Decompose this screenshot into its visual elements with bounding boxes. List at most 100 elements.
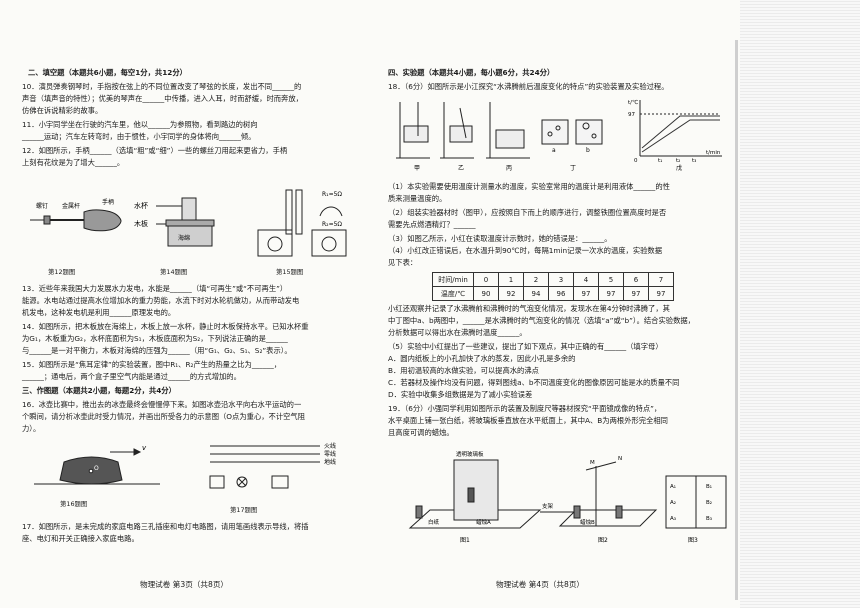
fig19-stand-label: 支架 bbox=[542, 502, 554, 510]
fig19-m-label: M bbox=[590, 460, 595, 466]
fig14-pressure-diagram: 水杯 木板 海绵 bbox=[134, 197, 215, 247]
table-cell: 94 bbox=[523, 286, 549, 301]
exam-page-4: 四、实验题（本题共4小题，每小题6分，共24分） 18．（6分）如图所示是小江探… bbox=[376, 0, 740, 608]
table-cell: 6 bbox=[623, 272, 649, 287]
q14-line3: 与______是一对平衡力，木板对海绵的压强为______（用“G₁、G₂、S₁… bbox=[22, 346, 292, 355]
table-cell: 97 bbox=[598, 286, 624, 301]
q12-line2: 上刻有花纹是为了增大______。 bbox=[22, 158, 125, 167]
table-cell: 7 bbox=[648, 272, 674, 287]
exam-page-3: 二、填空题（本题共6小题，每空1分，共12分） 10．演员弹奏钢琴时，手指按在弦… bbox=[0, 0, 376, 608]
fig15-joule-apparatus: R₁=5Ω R₂=5Ω bbox=[257, 189, 347, 257]
q15-line2: ______；通电后，两个盒子里空气内能是通过______的方式增加的。 bbox=[22, 372, 241, 381]
fig14-label-cup: 水杯 bbox=[134, 201, 148, 210]
q18-s2-line2: 需要先点燃酒精灯？______ bbox=[388, 220, 476, 229]
q18-s1-line2: 质来测量温度的。 bbox=[388, 194, 447, 203]
fig18-label-a: a bbox=[552, 147, 556, 154]
q18-s2-line1: （2）组装实验器材时（图甲），应按照自下而上的顺序进行，调整铁圈位置高度时是否 bbox=[388, 208, 667, 217]
q16-line1: 16．冰壶比赛中，推出去的冰壶最终会慢慢停下来。如图冰壶沿水平向右水平运动的一 bbox=[22, 400, 302, 409]
fig18-label-jia: 甲 bbox=[414, 165, 420, 172]
fig15-caption: 第15题图 bbox=[276, 268, 304, 276]
temperature-data-table: 时间/min 0 1 2 3 4 5 6 7 温度/℃ 90 92 94 96 … bbox=[432, 272, 674, 301]
q18-line1: 18．（6分）如图所示是小江探究“水沸腾前后温度变化的特点”的实验装置及实验过程… bbox=[388, 82, 669, 91]
q10-line1: 10．演员弹奏钢琴时，手指按在弦上的不同位置改变了琴弦的长度，发出不同_____… bbox=[22, 82, 302, 91]
table-cell: 1 bbox=[498, 272, 524, 287]
q18-s4-line2: 见下表： bbox=[388, 258, 418, 267]
fig15-label-r1: R₁=5Ω bbox=[322, 191, 342, 198]
q16-line2: 个瞬间，请分析冰壶此时受力情况，并画出所受各力的示意图（O点为重心，不计空气阻 bbox=[22, 412, 306, 421]
q18-s4-line1: （4）小红改正错误后，在水温升到90℃时，每隔1min记录一次水的温度，实验数据 bbox=[388, 246, 663, 255]
fig16-center-label: O bbox=[94, 465, 99, 472]
fig19-paper-label: 白纸 bbox=[428, 518, 440, 526]
table-row-temp: 温度/℃ 90 92 94 96 97 97 97 97 bbox=[432, 286, 674, 301]
fig19-mirror-experiment: 透明玻璃板 白纸 蜡烛A 支架 蜡烛B M N A₁ B₁ A₂ B₂ A₃ B… bbox=[408, 450, 727, 544]
fig18-label-bing: 丙 bbox=[506, 165, 512, 172]
fig19-candle-a-label: 蜡烛A bbox=[476, 518, 491, 526]
q15-line1: 15．如图所示是“焦耳定律”的实验装置，图中R₁、R₂产生的热量之比为_____… bbox=[22, 360, 282, 369]
table-cell: 5 bbox=[598, 272, 624, 287]
fig18-label-wu: 戊 bbox=[676, 164, 682, 172]
fig19-caption-3: 图3 bbox=[688, 537, 698, 544]
graph-t1: t₁ bbox=[658, 158, 662, 164]
q18-s5: （5）实验中小红提出了一些建议，提出了如下观点，其中正确的有______（填字母… bbox=[388, 342, 663, 351]
table-header-time: 时间/min bbox=[432, 272, 474, 287]
graph-97-tick: 97 bbox=[628, 112, 635, 118]
fig12-caption: 第12题图 bbox=[48, 268, 76, 276]
graph-t3: t₃ bbox=[692, 158, 696, 164]
fig18-label-yi: 乙 bbox=[458, 165, 464, 172]
page-edge-shadow bbox=[735, 40, 738, 600]
table-cell: 92 bbox=[498, 286, 524, 301]
fig14-label-board: 木板 bbox=[134, 219, 148, 228]
table-cell: 4 bbox=[573, 272, 599, 287]
page4-footer: 物理试卷 第4页（共8页） bbox=[496, 580, 585, 589]
fig14-label-sponge: 海绵 bbox=[178, 234, 190, 242]
fig19-candle-b-label: 蜡烛B bbox=[580, 518, 595, 526]
fig14-caption: 第14题图 bbox=[160, 268, 188, 276]
q14-line2: 为G₁，木板重为G₂，水杯底面积为S₁，木板底面积为S₂，下列说法正确的是___… bbox=[22, 334, 288, 343]
fig19-a3: A₃ bbox=[670, 516, 676, 522]
q18-obs-line3: 分析数据可以得出水在沸腾时温度______。 bbox=[388, 328, 527, 337]
q17-line2: 座、电灯和开关正确接入家庭电路。 bbox=[22, 534, 139, 543]
q18-s3: （3）如图乙所示，小红在读取温度计示数时，她的错误是：______。 bbox=[388, 234, 612, 243]
fig17-household-circuit: 火线 零线 地线 bbox=[209, 442, 336, 489]
fig16-caption: 第16题图 bbox=[60, 500, 88, 508]
fig12-label-handle: 手柄 bbox=[102, 198, 114, 206]
q18-option-d: D．实验中收集多组数据是为了减小实验误差 bbox=[388, 390, 533, 399]
fig18-boiling-apparatus: 甲 乙 丙 a b 丁 戊 t/℃ 97 0 t₁ t₂ t₃ t/min bbox=[396, 99, 722, 172]
section-3-title: 三、作图题（本题共2小题，每题2分，共4分） bbox=[22, 386, 176, 395]
scanned-margin-strip bbox=[740, 0, 860, 608]
q19-line1: 19．（6分）小强同学利用如图所示的装置及制度尺等器材探究“平面镜成像的特点”， bbox=[388, 404, 662, 413]
q19-line3: 且高度可调的蜡烛。 bbox=[388, 428, 454, 437]
graph-t2: t₂ bbox=[676, 158, 680, 164]
q14-line1: 14．如图所示，把木板放在海绵上，木板上放一水杯，静止时木板保持水平。已知水杯重 bbox=[22, 322, 309, 331]
q11-line2: ______运动；汽车左转弯时，由于惯性，小宇同学的身体将向______倾。 bbox=[22, 132, 256, 141]
q18-obs-line1: 小红还观察并记录了水沸腾前和沸腾时的气泡变化情况，发现水在第4分钟时沸腾了，其 bbox=[388, 304, 670, 313]
fig19-n-label: N bbox=[618, 456, 622, 462]
fig19-glass-label: 透明玻璃板 bbox=[456, 450, 484, 458]
fig12-label-shaft: 金属杆 bbox=[62, 202, 80, 210]
table-cell: 2 bbox=[523, 272, 549, 287]
q13-line3: 机发电，这种发电机是利用______原理发电的。 bbox=[22, 308, 176, 317]
q10-line2: 声音（填声音的特性）；优美的琴声在______中传播，进入人耳，时而舒缓，时而奔… bbox=[22, 94, 303, 103]
fig17-caption: 第17题图 bbox=[230, 506, 258, 514]
table-cell: 3 bbox=[548, 272, 574, 287]
fig18-label-ding: 丁 bbox=[570, 165, 576, 172]
fig17-neutral-wire: 零线 bbox=[324, 450, 336, 458]
section-4-title: 四、实验题（本题共4小题，每小题6分，共24分） bbox=[388, 68, 555, 77]
table-cell: 97 bbox=[573, 286, 599, 301]
q13-line1: 13．近些年来我国大力发展水力发电，水能是______（填“可再生”或“不可再生… bbox=[22, 284, 288, 293]
table-row-time: 时间/min 0 1 2 3 4 5 6 7 bbox=[432, 272, 674, 287]
table-cell: 97 bbox=[623, 286, 649, 301]
q13-line2: 能源。水电站通过提高水位增加水的重力势能，水流下时对水轮机做功，从而带动发电 bbox=[22, 296, 300, 305]
q19-line2: 水平桌面上铺一张白纸，将玻璃板垂直放在水平纸面上，其中A、B为两根外形完全相同 bbox=[388, 416, 668, 425]
fig17-ground-wire: 地线 bbox=[324, 458, 336, 466]
fig16-velocity-label: v bbox=[142, 444, 147, 452]
fig19-b1: B₁ bbox=[706, 484, 712, 490]
fig19-b2: B₂ bbox=[706, 500, 712, 506]
q12-line1: 12．如图所示，手柄______（选填“粗”或“细”）一些的螺丝刀用起来更省力，… bbox=[22, 146, 288, 155]
q18-s1-line1: （1）本实验需要使用温度计测量水的温度，实验室常用的温度计是利用液体______… bbox=[388, 182, 670, 191]
graph-time-axis: t/min bbox=[706, 150, 721, 156]
table-cell: 90 bbox=[473, 286, 499, 301]
fig19-caption-2: 图2 bbox=[598, 537, 608, 544]
q16-line3: 力）。 bbox=[22, 424, 41, 433]
fig19-a2: A₂ bbox=[670, 500, 676, 506]
